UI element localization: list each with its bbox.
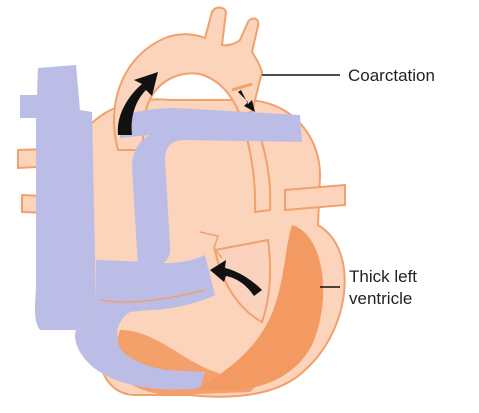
coarctation-label: Coarctation	[348, 66, 435, 85]
thick-left-ventricle-label-line2: ventricle	[349, 289, 412, 308]
thick-left-ventricle-label-line1: Thick left	[349, 267, 417, 286]
